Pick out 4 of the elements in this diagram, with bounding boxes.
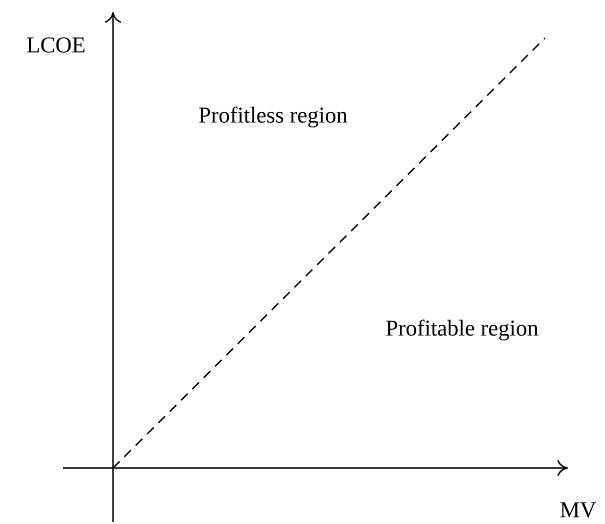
- axis-label: LCOE: [27, 37, 84, 53]
- region-label: Profitless region: [199, 106, 348, 128]
- axis-label: MV: [560, 502, 596, 518]
- region-label: Profitable region: [386, 320, 538, 340]
